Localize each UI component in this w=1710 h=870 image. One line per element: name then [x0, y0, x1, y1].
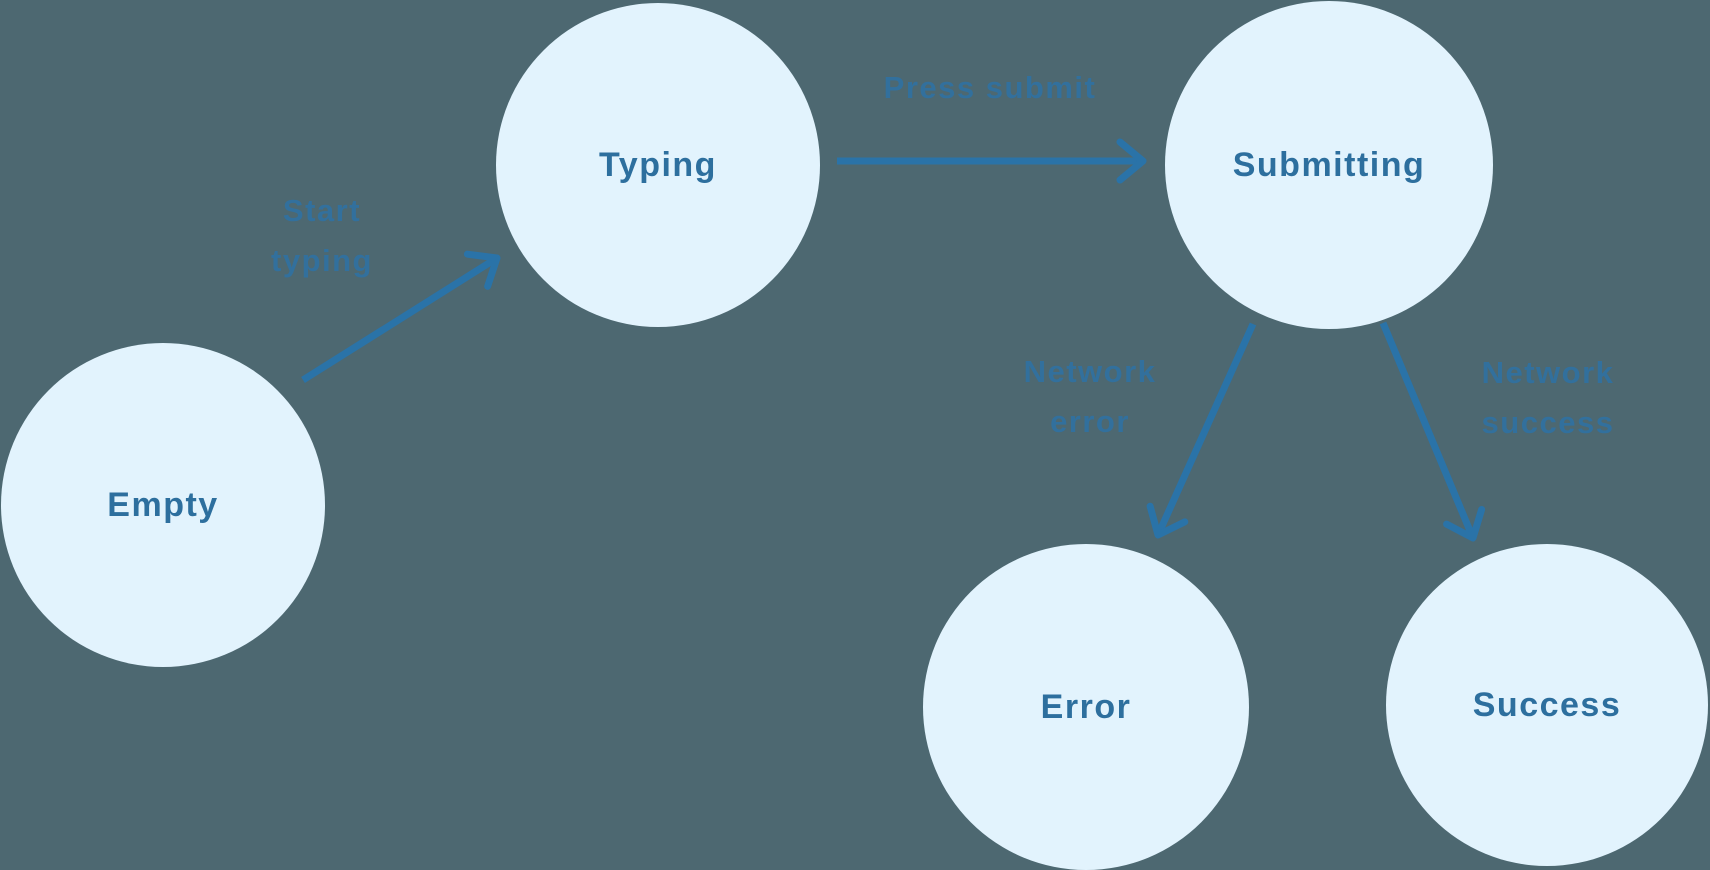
- state-node-label: Error: [1040, 687, 1132, 726]
- transition-label-start-typing: Start typing: [271, 186, 373, 286]
- transition-label-press-submit: Press submit: [884, 63, 1097, 113]
- transition-arrow-start-typing: [301, 250, 501, 383]
- transition-label-line: Press submit: [883, 70, 1097, 105]
- transition-label-line: Network: [1023, 354, 1157, 389]
- transition-label-network-success: Network success: [1482, 348, 1615, 448]
- state-node-typing: Typing: [496, 3, 820, 327]
- transition-label-network-error: Network error: [1024, 347, 1157, 447]
- state-node-label: Submitting: [1232, 145, 1426, 184]
- state-node-error: Error: [923, 544, 1249, 870]
- transition-arrow-network-success: [1379, 321, 1486, 542]
- state-node-success: Success: [1386, 544, 1708, 866]
- state-node-label: Typing: [599, 145, 717, 184]
- state-node-submitting: Submitting: [1165, 1, 1493, 329]
- transition-label-line: Network: [1481, 355, 1615, 390]
- transition-label-line: error: [1050, 404, 1130, 439]
- transition-label-line: typing: [271, 243, 373, 278]
- state-node-label: Success: [1472, 685, 1622, 724]
- transition-label-line: Start: [282, 193, 362, 228]
- transition-label-line: success: [1481, 405, 1615, 440]
- state-node-empty: Empty: [1, 343, 325, 667]
- state-node-label: Empty: [107, 485, 219, 524]
- transition-arrow-network-error: [1146, 322, 1257, 539]
